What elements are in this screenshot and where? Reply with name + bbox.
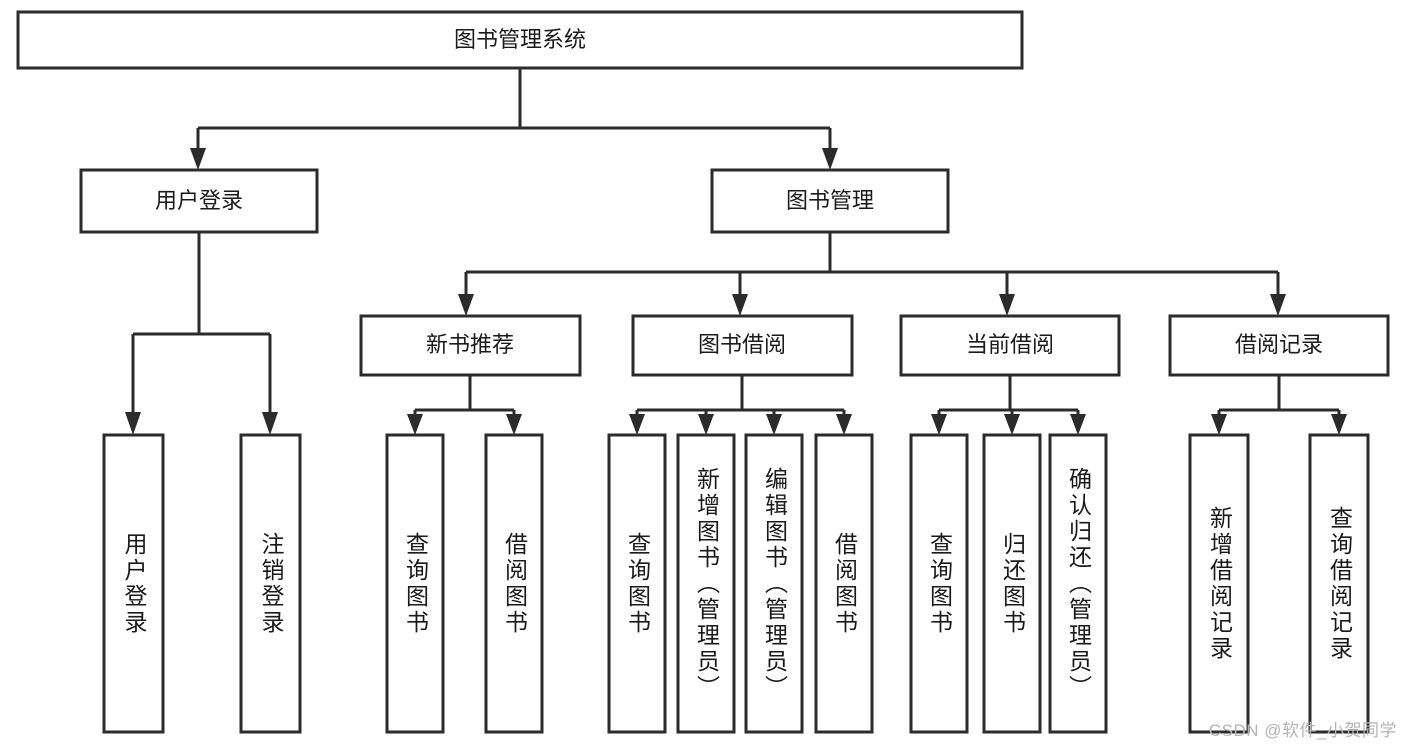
node-user-login[interactable]: 用户登录 [79, 168, 319, 234]
leaf-bb-add-book-admin-fo: 新增图书（管理员） [693, 466, 720, 701]
node-leaf-cb-query-book[interactable]: 查询图书 [909, 433, 969, 734]
leaf-nbr-borrow-book-label: 借阅图书 [501, 531, 528, 636]
node-current-borrowing-label: 当前借阅 [966, 332, 1054, 357]
leaf-user-login-label: 用户登录 [121, 531, 147, 636]
arrow-head-user-login [190, 148, 206, 170]
leaf-cb-confirm-return-admin-label: 确认归还（管理员） [1065, 466, 1092, 701]
leaf-bb-query-book-label: 查询图书 [624, 531, 651, 636]
leaf-bb-add-book-admin-label: 新增图书（管理员） [693, 466, 720, 701]
node-leaf-br-add-record[interactable]: 新增借阅记录 [1188, 433, 1250, 734]
leaf-br-add-record-label: 新增借阅记录 [1206, 505, 1233, 662]
node-current-borrowing[interactable]: 当前借阅 [899, 314, 1121, 377]
leaf-bb-edit-book-admin-fo: 编辑图书（管理员） [761, 466, 788, 701]
arrow-head-nbr-leaf-2 [506, 414, 522, 435]
arrow-head-br-leaf-1 [1211, 414, 1227, 435]
node-leaf-nbr-borrow-book[interactable]: 借阅图书 [484, 433, 544, 734]
leaf-br-query-record-fo: 查询借阅记录 [1326, 505, 1353, 662]
leaf-br-add-record-fo: 新增借阅记录 [1206, 505, 1233, 662]
arrow-head-br-leaf-2 [1331, 414, 1347, 435]
node-leaf-logout[interactable]: 注销登录 [239, 433, 302, 734]
leaf-cb-query-book-label: 查询图书 [926, 531, 953, 636]
node-leaf-bb-borrow-book[interactable]: 借阅图书 [814, 433, 874, 734]
leaf-cb-query-book-fo: 查询图书 [926, 531, 953, 636]
node-leaf-br-query-record[interactable]: 查询借阅记录 [1308, 433, 1370, 734]
arrow-head-cb-leaf-3 [1070, 414, 1086, 435]
leaf-cb-return-book-fo: 归还图书 [999, 531, 1026, 636]
leaf-nbr-borrow-book-fo: 借阅图书 [501, 531, 528, 636]
arrow-head-borrow-record [1270, 294, 1286, 316]
leaf-cb-return-book-label: 归还图书 [999, 531, 1026, 636]
leaf-cb-confirm-return-admin-fo: 确认归还（管理员） [1065, 466, 1092, 701]
node-user-login-label: 用户登录 [155, 188, 243, 213]
node-leaf-cb-return-book[interactable]: 归还图书 [982, 433, 1042, 734]
leaf-nbr-query-book-label: 查询图书 [402, 531, 429, 636]
node-book-borrowing-label: 图书借阅 [698, 332, 786, 357]
arrow-head-bb-leaf-4 [836, 414, 852, 435]
leaf-nbr-query-book-fo: 查询图书 [402, 531, 429, 636]
leaf-bb-edit-book-admin-label: 编辑图书（管理员） [761, 466, 788, 701]
leaf-user-login-fo: 用户登录 [121, 531, 147, 636]
node-book-management-label: 图书管理 [786, 188, 874, 213]
leaf-bb-borrow-book-fo: 借阅图书 [831, 531, 858, 636]
arrow-head-bb-leaf-1 [629, 414, 645, 435]
node-leaf-nbr-query-book[interactable]: 查询图书 [385, 433, 445, 734]
arrow-head-leaf-user-login [125, 412, 141, 435]
arrow-head-nbr-leaf-1 [407, 414, 423, 435]
node-root-label: 图书管理系统 [454, 27, 586, 52]
arrow-head-cb-leaf-2 [1004, 414, 1020, 435]
node-leaf-cb-confirm-return-admin[interactable]: 确认归还（管理员） [1048, 433, 1108, 734]
arrow-head-cb-leaf-1 [931, 414, 947, 435]
node-root-book-management-system[interactable]: 图书管理系统 [16, 10, 1024, 70]
arrow-head-book-mgmt [822, 148, 838, 170]
node-leaf-user-login[interactable]: 用户登录 [102, 433, 165, 734]
node-leaf-bb-edit-book-admin[interactable]: 编辑图书（管理员） [744, 433, 804, 734]
node-leaf-bb-query-book[interactable]: 查询图书 [607, 433, 667, 734]
arrow-head-new-book-rec [458, 294, 474, 316]
arrow-head-leaf-logout [262, 412, 278, 435]
connector-layer [125, 68, 1347, 435]
arrow-head-bb-leaf-2 [698, 414, 714, 435]
node-borrowing-record-label: 借阅记录 [1235, 332, 1323, 357]
leaf-bb-query-book-fo: 查询图书 [624, 531, 651, 636]
leaf-logout-fo: 注销登录 [258, 531, 284, 636]
arrow-head-book-borrow [732, 294, 748, 316]
node-new-book-recommendation-label: 新书推荐 [426, 332, 514, 357]
node-borrowing-record[interactable]: 借阅记录 [1168, 314, 1390, 377]
leaf-logout-label: 注销登录 [258, 531, 284, 636]
leaf-br-query-record-label: 查询借阅记录 [1326, 505, 1353, 662]
node-book-management[interactable]: 图书管理 [710, 168, 950, 234]
leaf-bb-borrow-book-label: 借阅图书 [831, 531, 858, 636]
node-leaf-bb-add-book-admin[interactable]: 新增图书（管理员） [676, 433, 736, 734]
node-book-borrowing[interactable]: 图书借阅 [631, 314, 854, 377]
arrow-head-current-borrow [999, 294, 1015, 316]
arrow-head-bb-leaf-3 [766, 414, 782, 435]
node-new-book-recommendation[interactable]: 新书推荐 [359, 314, 582, 377]
